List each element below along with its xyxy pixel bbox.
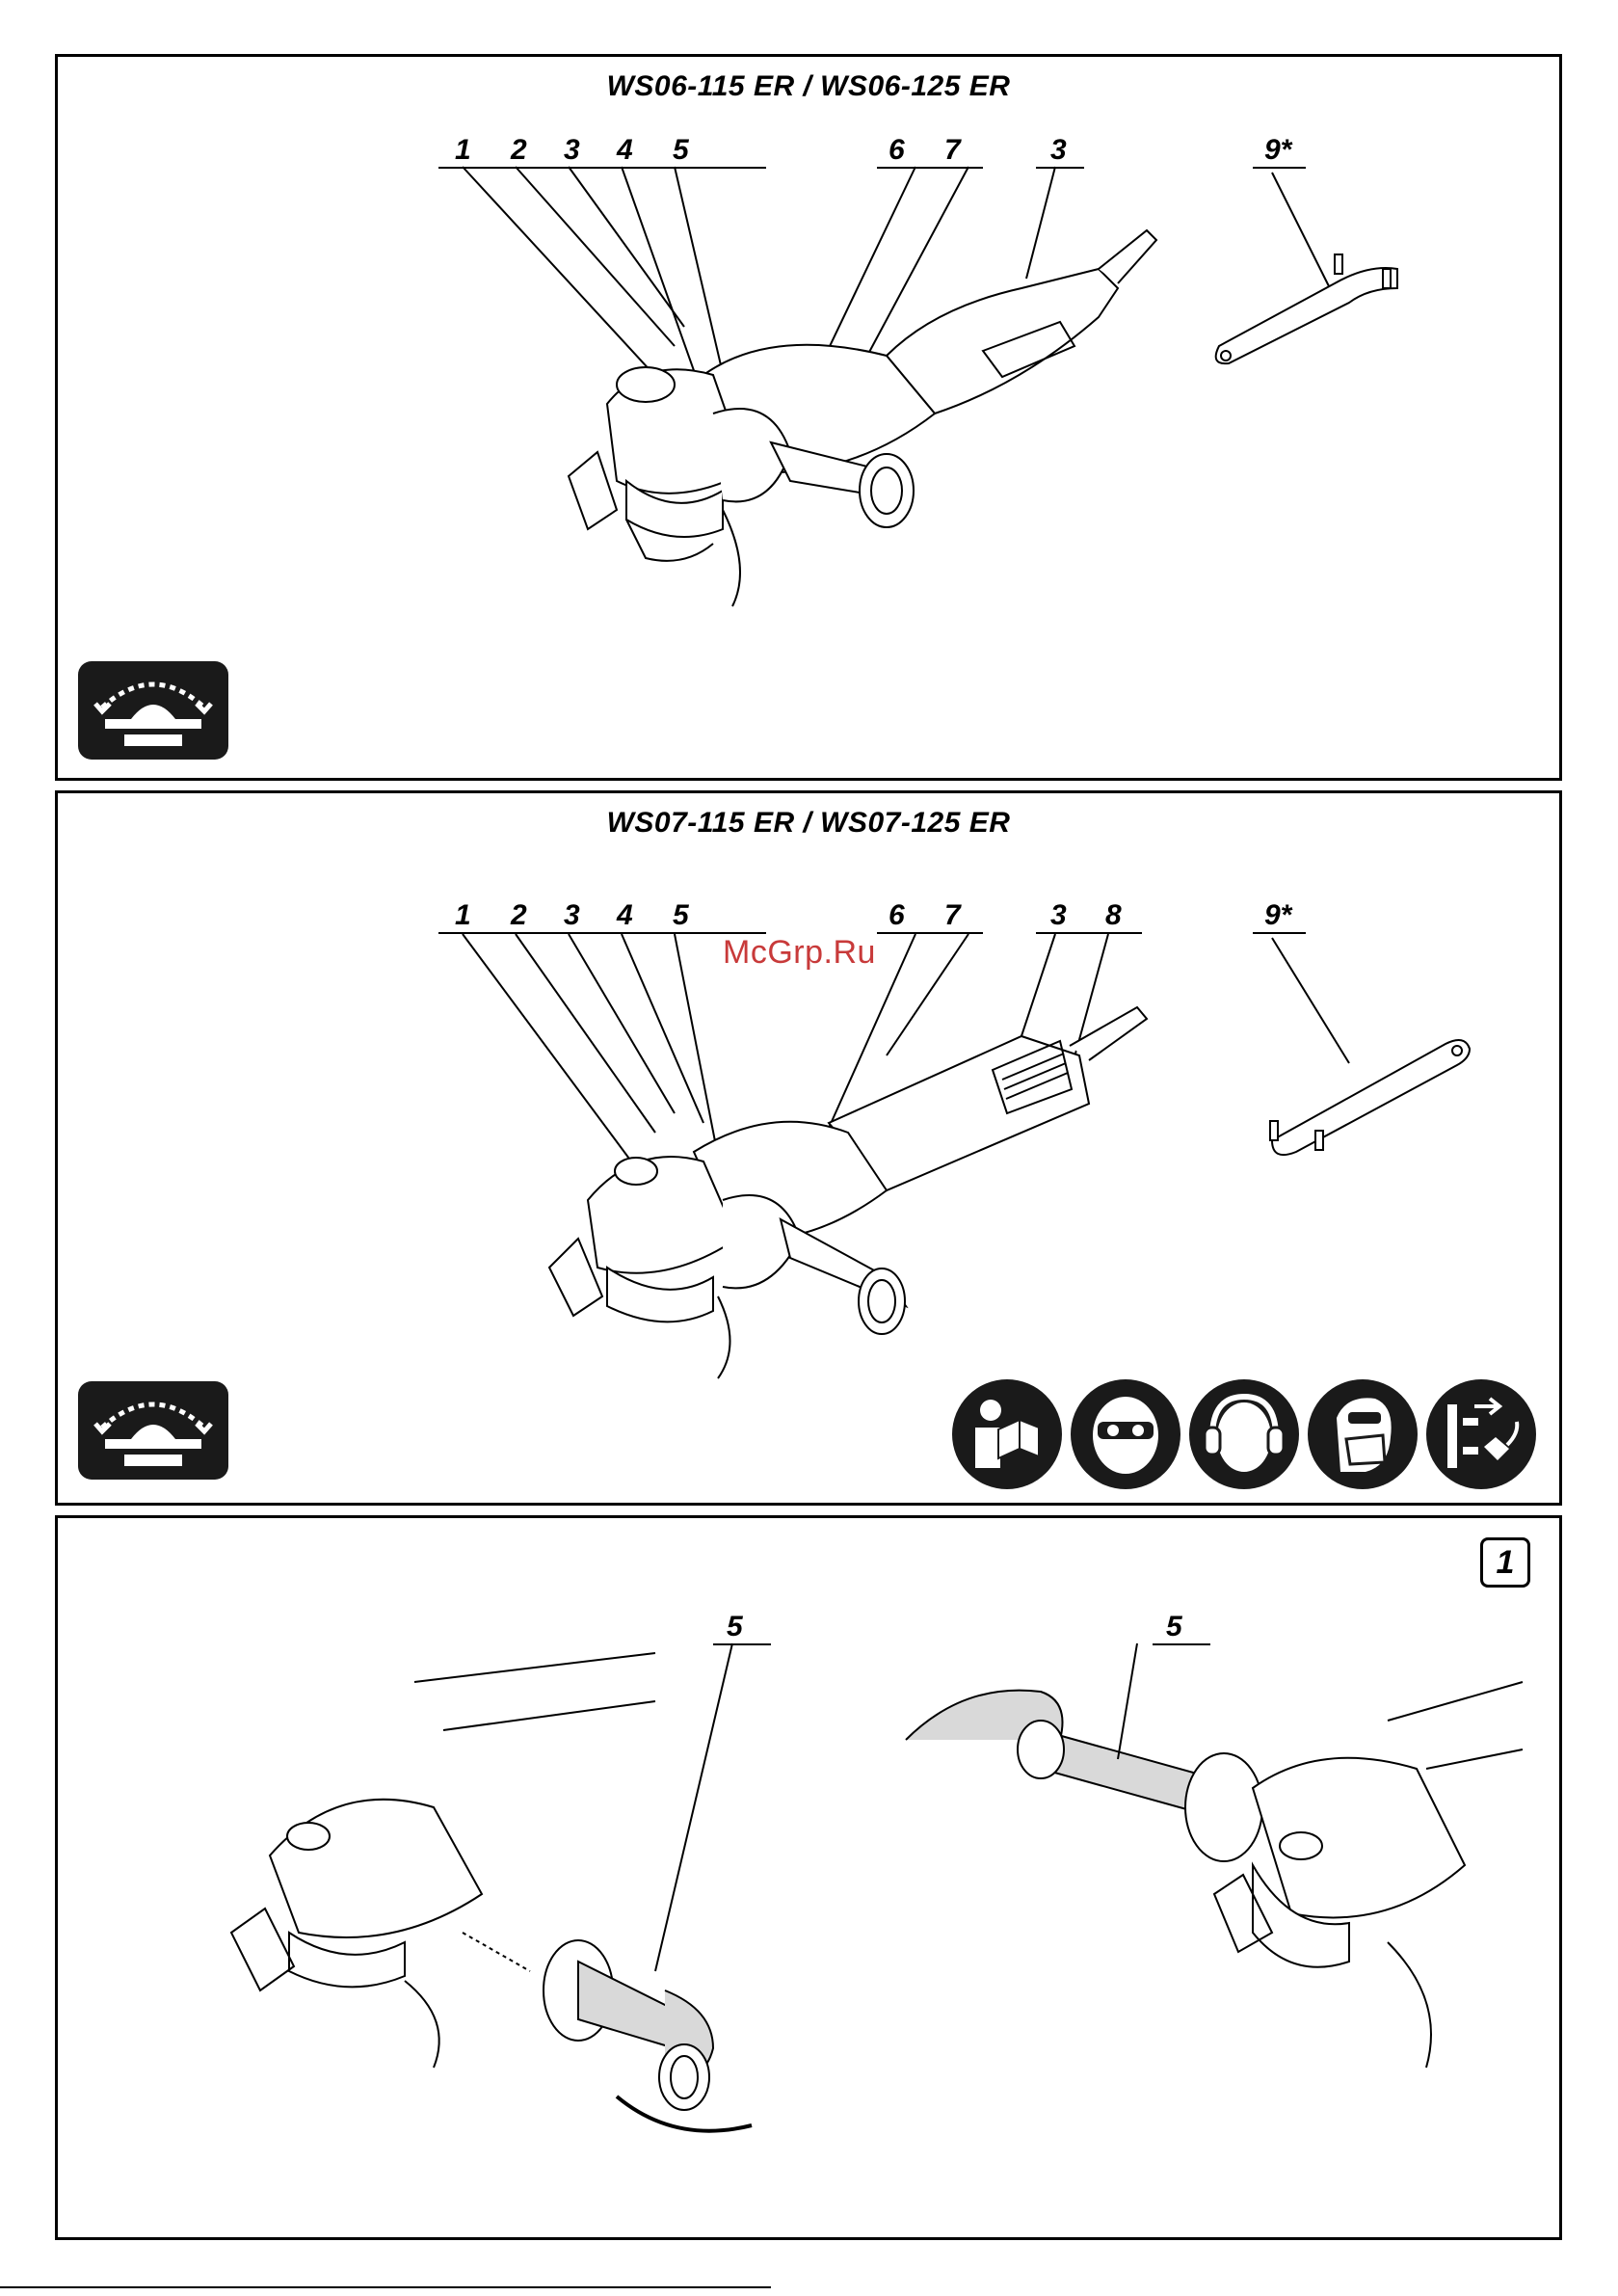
figure-number: 1	[1480, 1537, 1530, 1588]
footer-rule	[0, 2286, 771, 2288]
ear-protection-icon	[1189, 1379, 1299, 1489]
callout-7: 7	[944, 134, 961, 167]
wrench-illustration	[1205, 938, 1513, 1169]
unplug-icon	[1426, 1379, 1536, 1489]
callout-6: 6	[889, 899, 905, 932]
callout-5: 5	[727, 1611, 743, 1643]
callout-5b: 5	[1166, 1611, 1182, 1643]
dust-mask-icon	[1308, 1379, 1418, 1489]
panel-title: WS07-115 ER / WS07-125 ER	[58, 807, 1559, 840]
handle-fitting-illustration	[848, 1643, 1523, 2183]
callout-underline	[713, 1643, 771, 1645]
angle-grinder-illustration	[482, 163, 1099, 626]
callout-8: 8	[1105, 899, 1122, 932]
handle-removal-illustration	[173, 1643, 713, 2183]
panel-figure-1: 1 5 5	[55, 1515, 1562, 2240]
callout-1: 1	[455, 134, 471, 167]
callout-2: 2	[511, 899, 527, 932]
callout-3: 3	[564, 899, 580, 932]
speed-control-icon	[78, 1381, 228, 1480]
callout-2: 2	[511, 134, 527, 167]
callout-5: 5	[673, 899, 689, 932]
callout-7: 7	[944, 899, 961, 932]
angle-grinder-illustration	[482, 930, 1137, 1393]
callout-underline	[1253, 167, 1306, 169]
panel-title: WS06-115 ER / WS06-125 ER	[58, 70, 1559, 103]
panel-ws07: WS07-115 ER / WS07-125 ER 1 2 3 4 5 6 7 …	[55, 790, 1562, 1506]
callout-3: 3	[564, 134, 580, 167]
callout-5: 5	[673, 134, 689, 167]
callout-3b: 3	[1050, 899, 1067, 932]
wrench-illustration	[1205, 173, 1513, 385]
read-manual-icon	[952, 1379, 1062, 1489]
callout-6: 6	[889, 134, 905, 167]
callout-3b: 3	[1050, 134, 1067, 167]
callout-4: 4	[617, 134, 633, 167]
callout-9: 9*	[1264, 899, 1291, 932]
eye-protection-icon	[1071, 1379, 1180, 1489]
callout-9: 9*	[1264, 134, 1291, 167]
speed-control-icon	[78, 661, 228, 760]
callout-1: 1	[455, 899, 471, 932]
callout-underline	[1253, 932, 1306, 934]
panel-ws06: WS06-115 ER / WS06-125 ER 1 2 3 4 5 6 7 …	[55, 54, 1562, 781]
callout-4: 4	[617, 899, 633, 932]
